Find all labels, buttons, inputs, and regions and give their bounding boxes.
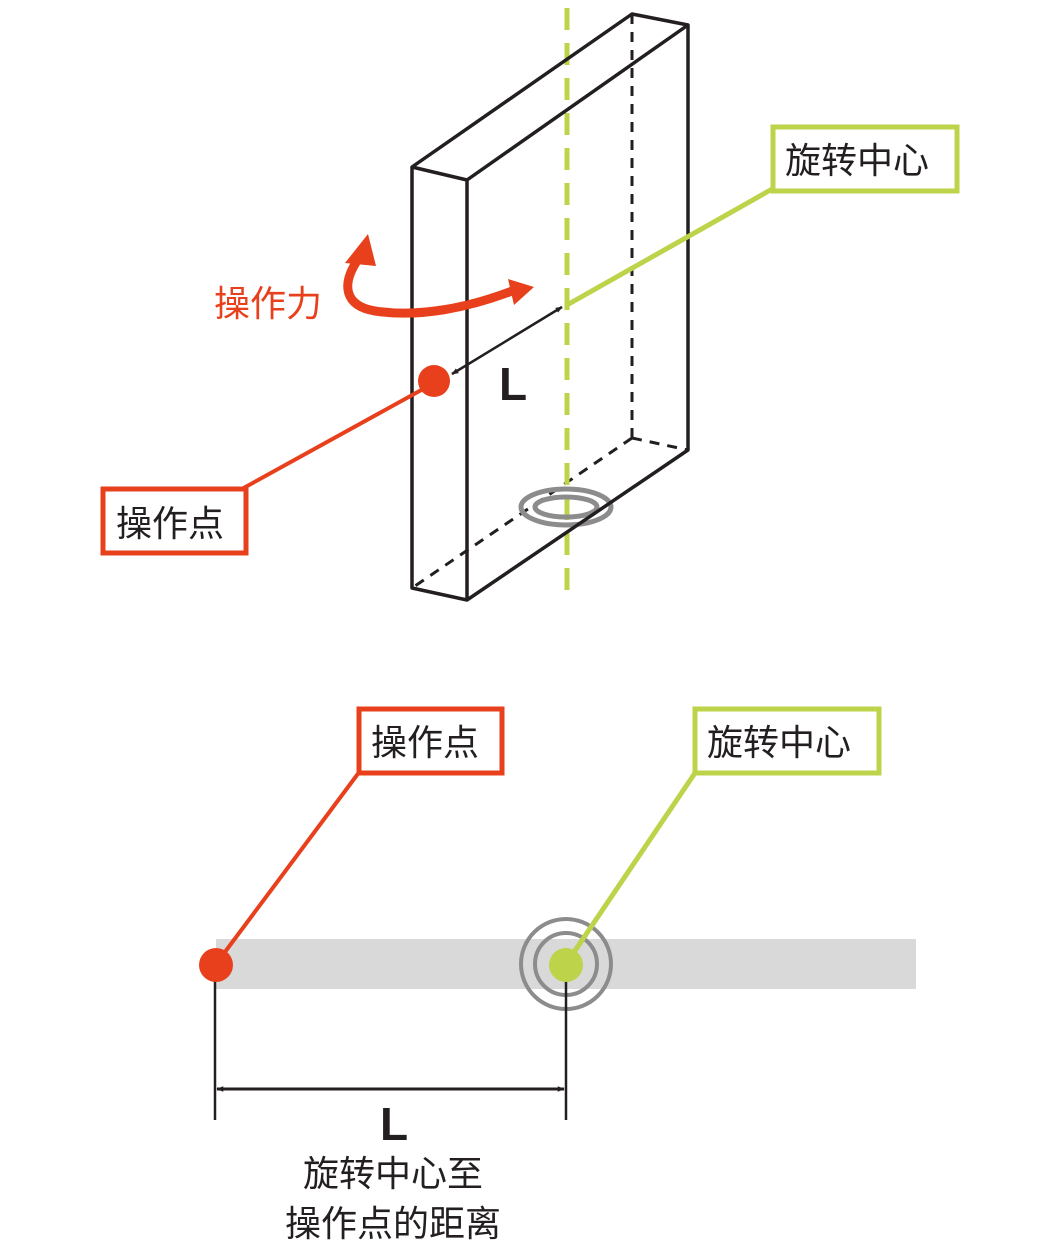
- rotation-center-box-top: [770, 124, 960, 194]
- pivot-ring-top: [518, 486, 614, 528]
- rotation-center-label-bottom: 旋转中心: [707, 723, 851, 764]
- box-outline: [410, 12, 690, 602]
- rotation-center-leader-bottom: [563, 768, 700, 966]
- operation-point-marker-bottom: [199, 948, 233, 982]
- top-diagram: L 操作力 操作点 旋转中心: [100, 8, 960, 602]
- bottom-diagram: L 旋转中心至 操作点的距离 操作点 旋转中心: [199, 706, 916, 1245]
- operation-point-box-bottom: [356, 706, 505, 776]
- force-label: 操作力: [214, 284, 322, 325]
- force-arrow: [343, 234, 534, 318]
- operation-point-box-top: [100, 486, 249, 556]
- rotation-center-label-top: 旋转中心: [785, 141, 929, 182]
- rotation-center-box-bottom: [692, 706, 882, 776]
- operation-point-marker-top: [418, 365, 450, 397]
- rotation-center-leader-top: [565, 185, 776, 308]
- hidden-edges: [411, 14, 689, 590]
- distance-caption-line1: 旋转中心至: [303, 1154, 483, 1195]
- distance-label-top: L: [499, 358, 527, 410]
- operation-point-leader-bottom: [214, 769, 362, 966]
- operation-point-leader-top: [239, 381, 435, 492]
- distance-label-bottom: L: [380, 1098, 408, 1150]
- rotation-center-marker-bottom: [549, 948, 583, 982]
- distance-caption-line2: 操作点的距离: [285, 1204, 501, 1245]
- distance-arrow-top: [451, 305, 563, 376]
- operation-point-label-top: 操作点: [116, 504, 224, 545]
- operation-point-label-bottom: 操作点: [371, 723, 479, 764]
